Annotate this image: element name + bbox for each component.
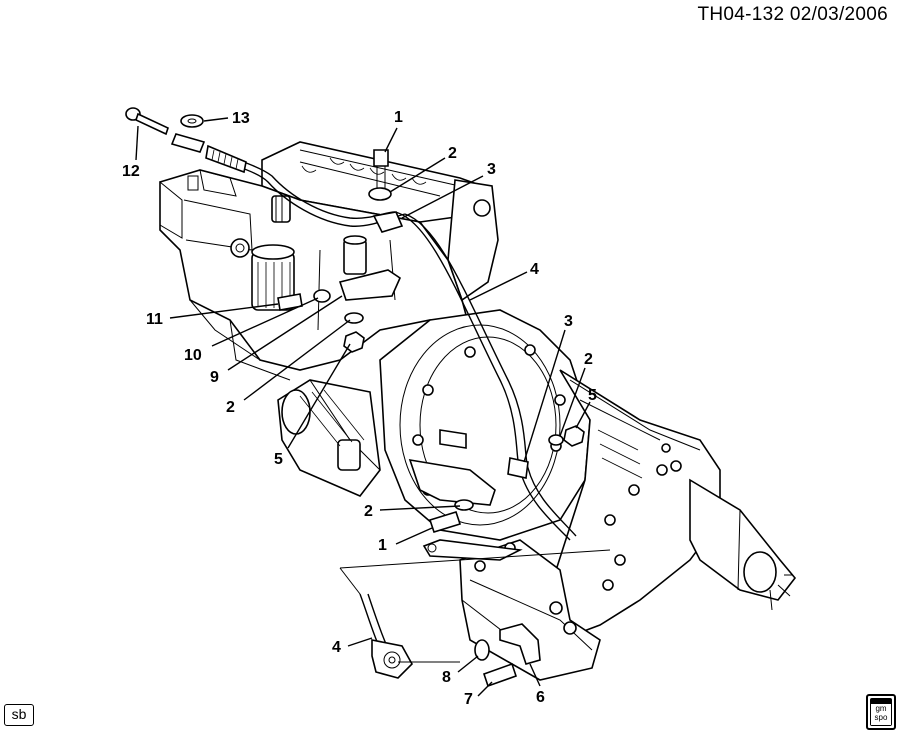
- callout-3: 3: [487, 161, 496, 178]
- callout-12: 12: [122, 163, 140, 180]
- callout-2: 2: [448, 145, 457, 162]
- diagram-id: TH04-132 02/03/2006: [697, 4, 888, 25]
- callout-7: 7: [464, 691, 473, 708]
- routing-line-2: [339, 567, 361, 595]
- callout-5: 5: [274, 451, 283, 468]
- callout-9: 9: [210, 369, 219, 386]
- fasteners: [125, 107, 585, 688]
- callout-1: 1: [394, 109, 403, 126]
- callout-8: 8: [442, 669, 451, 686]
- callout-13: 13: [232, 110, 250, 127]
- gm-spo-logo: gm spo: [866, 694, 896, 730]
- callout-labels: 1 2 3 4 3 2 5 11 10 9 2 5 2 1 4 8 7 6 12…: [122, 109, 597, 708]
- sb-badge: sb: [4, 704, 34, 726]
- callout-10: 10: [184, 347, 202, 364]
- routing-line: [339, 549, 611, 569]
- callout-2: 2: [584, 351, 593, 368]
- callout-1: 1: [378, 537, 387, 554]
- callout-4: 4: [332, 639, 341, 656]
- callout-3: 3: [564, 313, 573, 330]
- callout-6: 6: [536, 689, 545, 706]
- leader-lines: [135, 117, 591, 697]
- callout-2: 2: [364, 503, 373, 520]
- shift-cable: [205, 144, 577, 679]
- callout-11: 11: [146, 311, 163, 328]
- gm-logo-text: gm spo: [871, 704, 891, 725]
- callout-5: 5: [588, 387, 597, 404]
- transmission-housing: [379, 309, 797, 681]
- starter-motor: [277, 379, 381, 497]
- callout-2: 2: [226, 399, 235, 416]
- callout-4: 4: [530, 261, 539, 278]
